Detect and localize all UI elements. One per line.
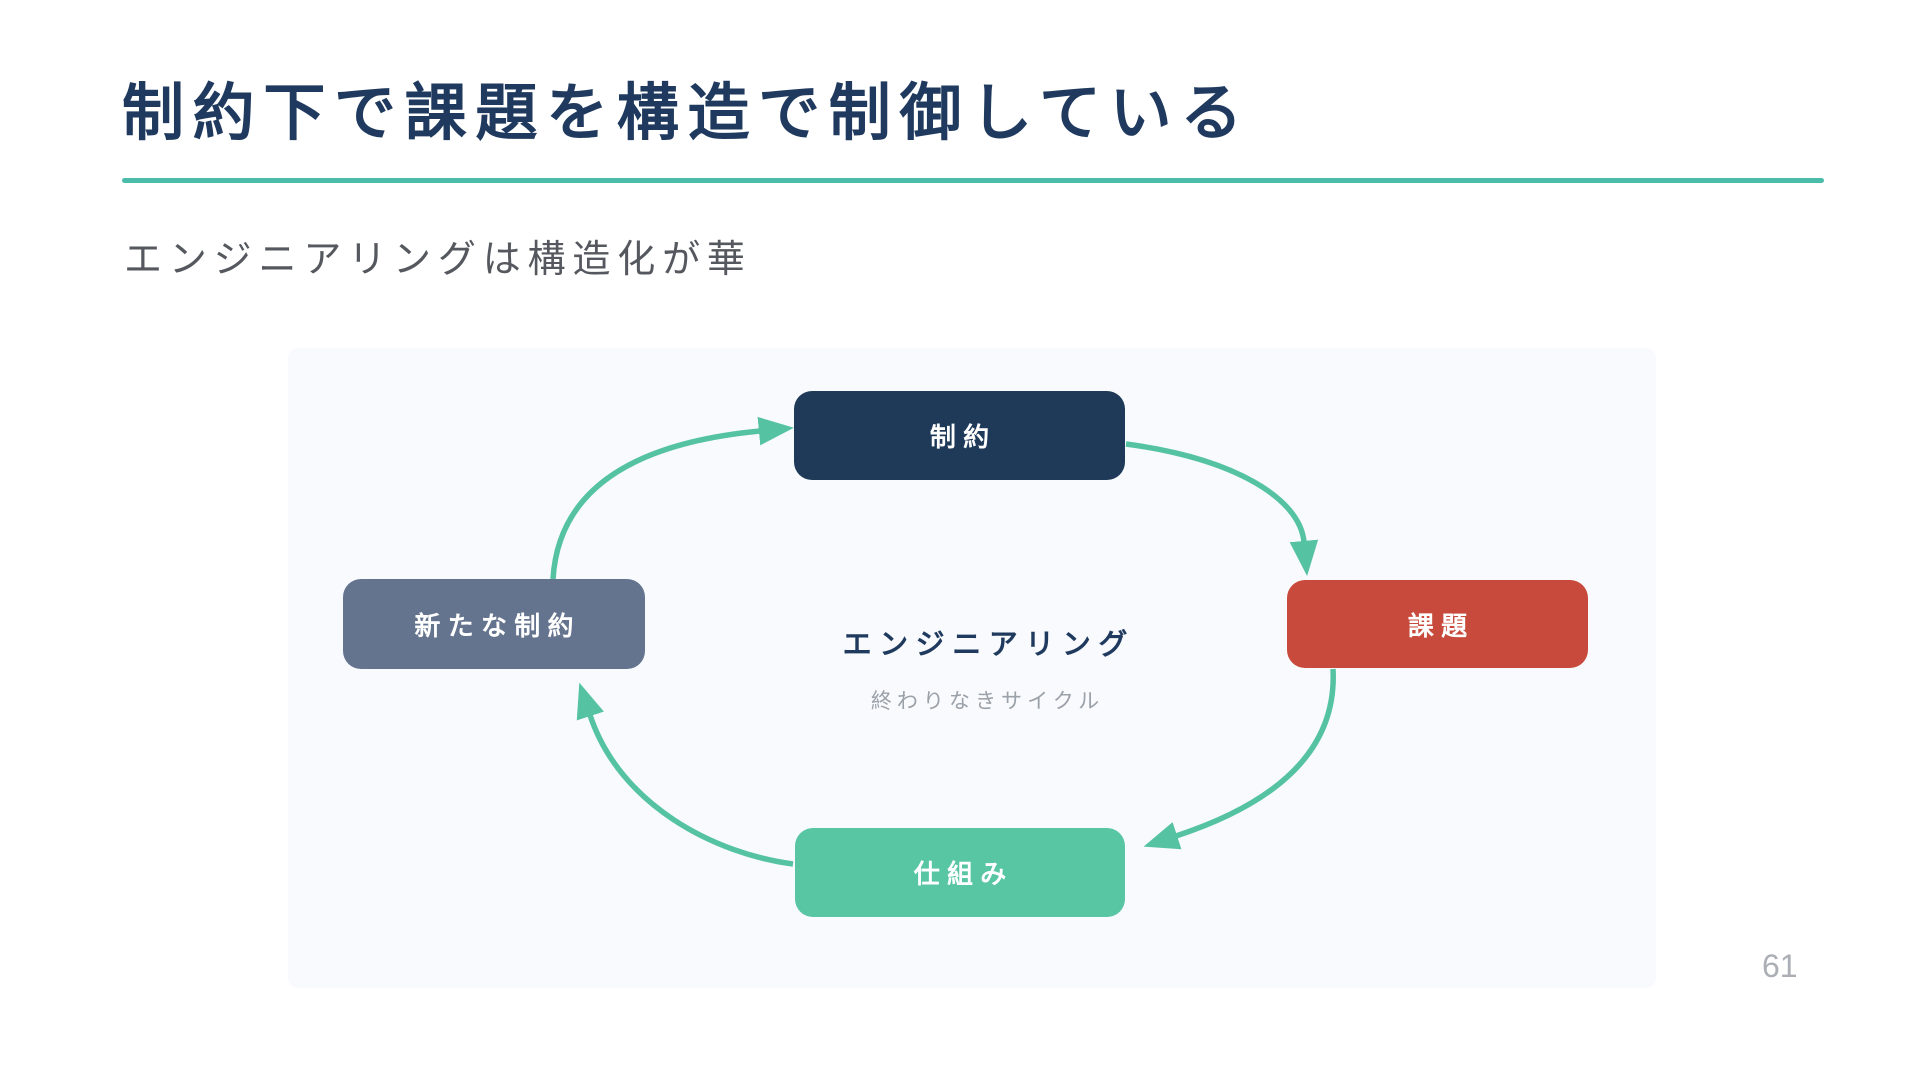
node-constraint: 制約 [794,391,1125,480]
cycle-center-label: エンジニアリング 終わりなきサイクル [835,621,1135,715]
cycle-center-subtitle: 終わりなきサイクル [870,690,1105,713]
node-new-constraint-label: 新たな制約 [414,610,581,641]
arrow-constraint-to-issue [1125,441,1319,576]
node-issue: 課題 [1287,580,1588,668]
cycle-arrows-layer [550,416,1336,867]
node-issue-label: 課題 [1407,610,1475,641]
node-constraint-label: 制約 [929,422,997,452]
slide-subtitle: エンジニアリングは構造化が華 [124,239,752,281]
node-mechanism: 仕組み [795,828,1125,917]
node-mechanism-label: 仕組み [913,859,1014,889]
title-underline [122,178,1824,183]
cycle-center-title: エンジニアリング [842,629,1135,661]
node-new-constraint: 新たな制約 [343,579,645,669]
arrow-issue-to-mechanism [1143,668,1336,850]
arrow-newconstraint-to-constraint [550,416,794,580]
arrow-mechanism-to-newconstraint [576,682,794,867]
page-number: 61 [1762,948,1798,984]
cycle-diagram-panel: 制約 課題 仕組み 新たな制約 エンジニアリング 終わりなきサイクル [288,348,1656,988]
page-title: 制約下で課題を構造で制御している [122,79,1252,148]
